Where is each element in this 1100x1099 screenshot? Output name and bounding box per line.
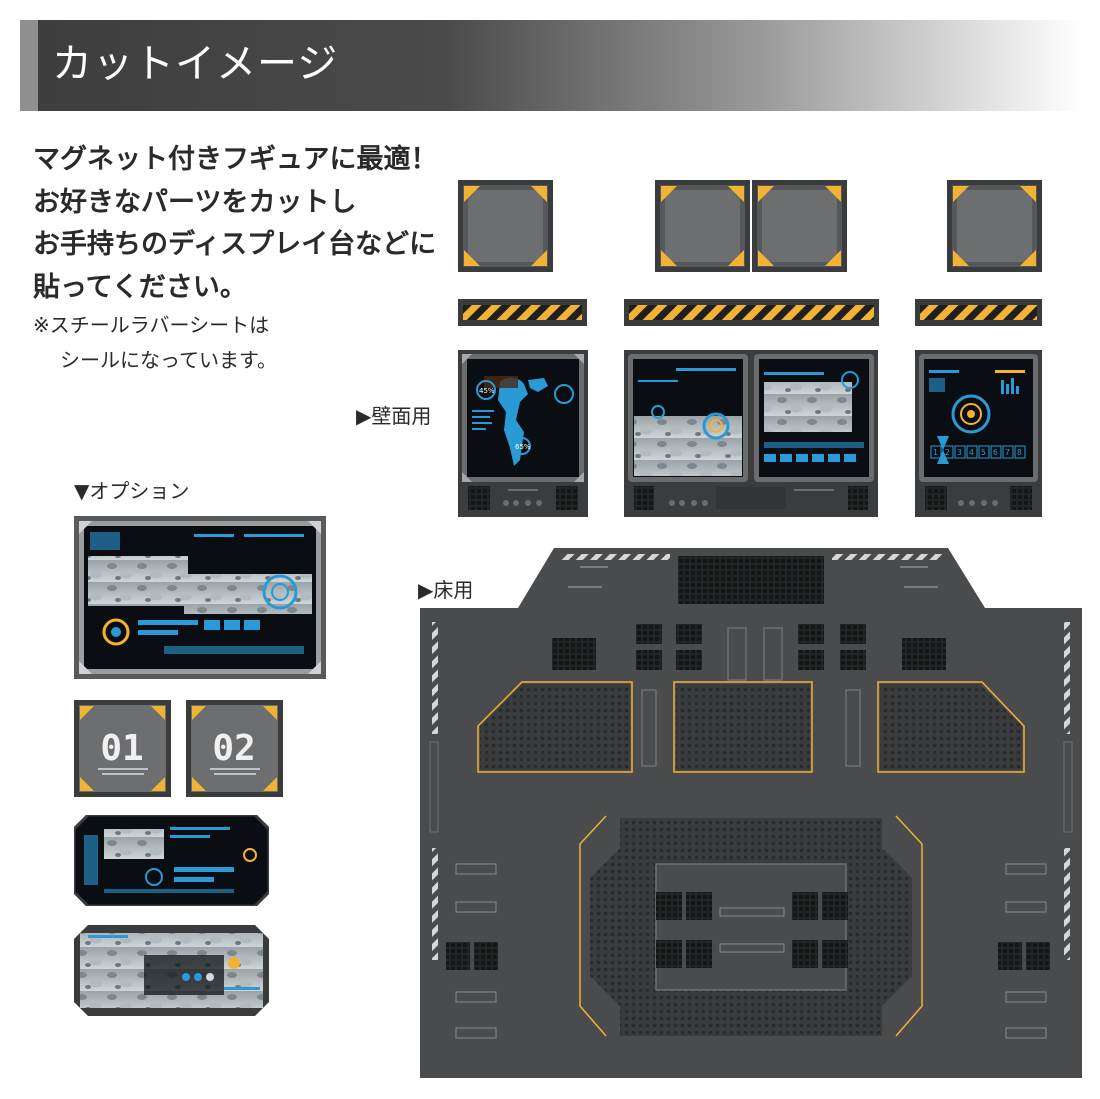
option-console-1	[74, 815, 269, 906]
wall-label: ▶壁面用	[356, 404, 432, 428]
option-console-2	[74, 925, 269, 1016]
square-plate-4	[947, 180, 1042, 272]
digit-8: 8	[1017, 448, 1022, 457]
map-percent-b: 65%	[515, 443, 531, 451]
option-large-screen	[74, 516, 326, 679]
square-plate-2	[655, 180, 750, 272]
map-percent-a: 45%	[479, 387, 495, 395]
floor-plate	[420, 548, 1082, 1078]
digit-2: 2	[945, 448, 950, 457]
option-label: ▼オプション	[74, 479, 190, 503]
hazard-strip-2	[624, 299, 879, 326]
digit-1: 1	[933, 448, 938, 457]
note-line-2: シールになっています。	[60, 348, 277, 372]
intro-line-2: お好きなパーツをカットし	[33, 187, 357, 218]
wall-monitor-double	[624, 350, 878, 517]
digit-6: 6	[993, 448, 998, 457]
note-line-1: ※スチールラバーシートは	[33, 313, 270, 337]
tile-02-number: 02	[212, 728, 255, 769]
intro-line-4: 貼ってください。	[33, 272, 247, 303]
digit-3: 3	[957, 448, 962, 457]
floor-label: ▶床用	[418, 578, 474, 602]
hazard-strip-1	[458, 299, 587, 326]
wall-monitor-map: 45% 65%	[458, 350, 588, 517]
square-plate-3	[752, 180, 847, 272]
option-tile-01: 01	[74, 700, 171, 797]
tile-01-number: 01	[100, 728, 143, 769]
digit-5: 5	[981, 448, 986, 457]
page-title: カットイメージ	[52, 41, 339, 87]
header-bar	[20, 20, 1080, 111]
intro-line-1: マグネット付きフギュアに最適！	[33, 144, 438, 175]
intro-line-3: お手持ちのディスプレイ台などに	[33, 229, 437, 260]
square-plate-1	[458, 180, 553, 272]
option-tile-02: 02	[186, 700, 283, 797]
digit-4: 4	[969, 448, 974, 457]
digit-7: 7	[1005, 448, 1010, 457]
wall-monitor-control: 1 2 3 4 5 6 7 8	[915, 350, 1042, 517]
hazard-strip-3	[915, 299, 1042, 326]
